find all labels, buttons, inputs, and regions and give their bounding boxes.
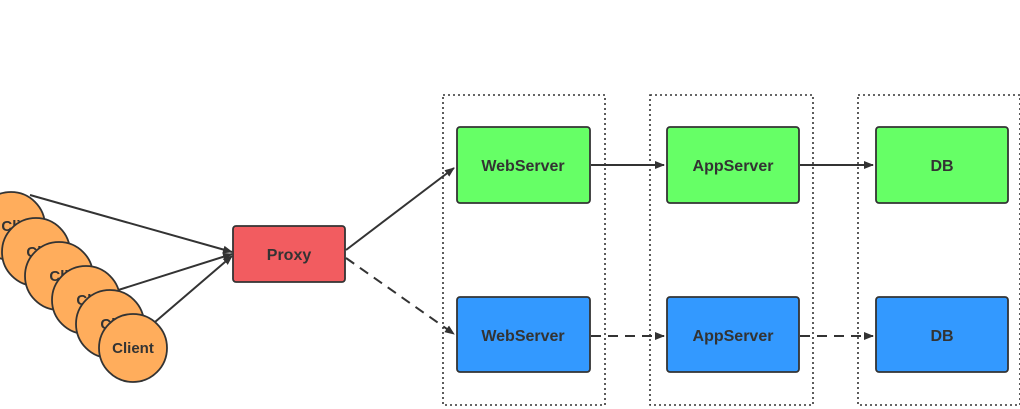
app-tier-group — [649, 94, 814, 406]
db-tier-group — [857, 94, 1020, 406]
proxy-label: Proxy — [267, 247, 312, 264]
client-node: Client — [98, 313, 168, 383]
client-label: Client — [112, 340, 154, 357]
db-standby-label: DB — [930, 328, 953, 345]
webserver-primary-label: WebServer — [481, 158, 564, 175]
webserver-standby-label: WebServer — [481, 328, 564, 345]
client-to-proxy-arrow — [111, 252, 233, 293]
appserver-standby-label: AppServer — [693, 328, 774, 345]
appserver-primary-node: AppServer — [666, 126, 800, 204]
web-tier-group — [442, 94, 606, 406]
appserver-primary-label: AppServer — [693, 158, 774, 175]
proxy-to-web-primary-arrow — [345, 167, 455, 251]
proxy-node: Proxy — [232, 225, 346, 283]
client-circle — [98, 313, 168, 383]
client-to-proxy-arrow — [154, 255, 233, 323]
client-to-proxy-arrow — [29, 194, 233, 254]
webserver-standby-node: WebServer — [456, 296, 591, 373]
webserver-primary-node: WebServer — [456, 126, 591, 204]
clients-stack: CliCliCliCliCliClient — [0, 191, 168, 383]
db-primary-label: DB — [930, 158, 953, 175]
proxy-to-web-standby-arrow — [345, 257, 455, 335]
db-primary-node: DB — [875, 126, 1009, 204]
db-standby-node: DB — [875, 296, 1009, 373]
appserver-standby-node: AppServer — [666, 296, 800, 373]
